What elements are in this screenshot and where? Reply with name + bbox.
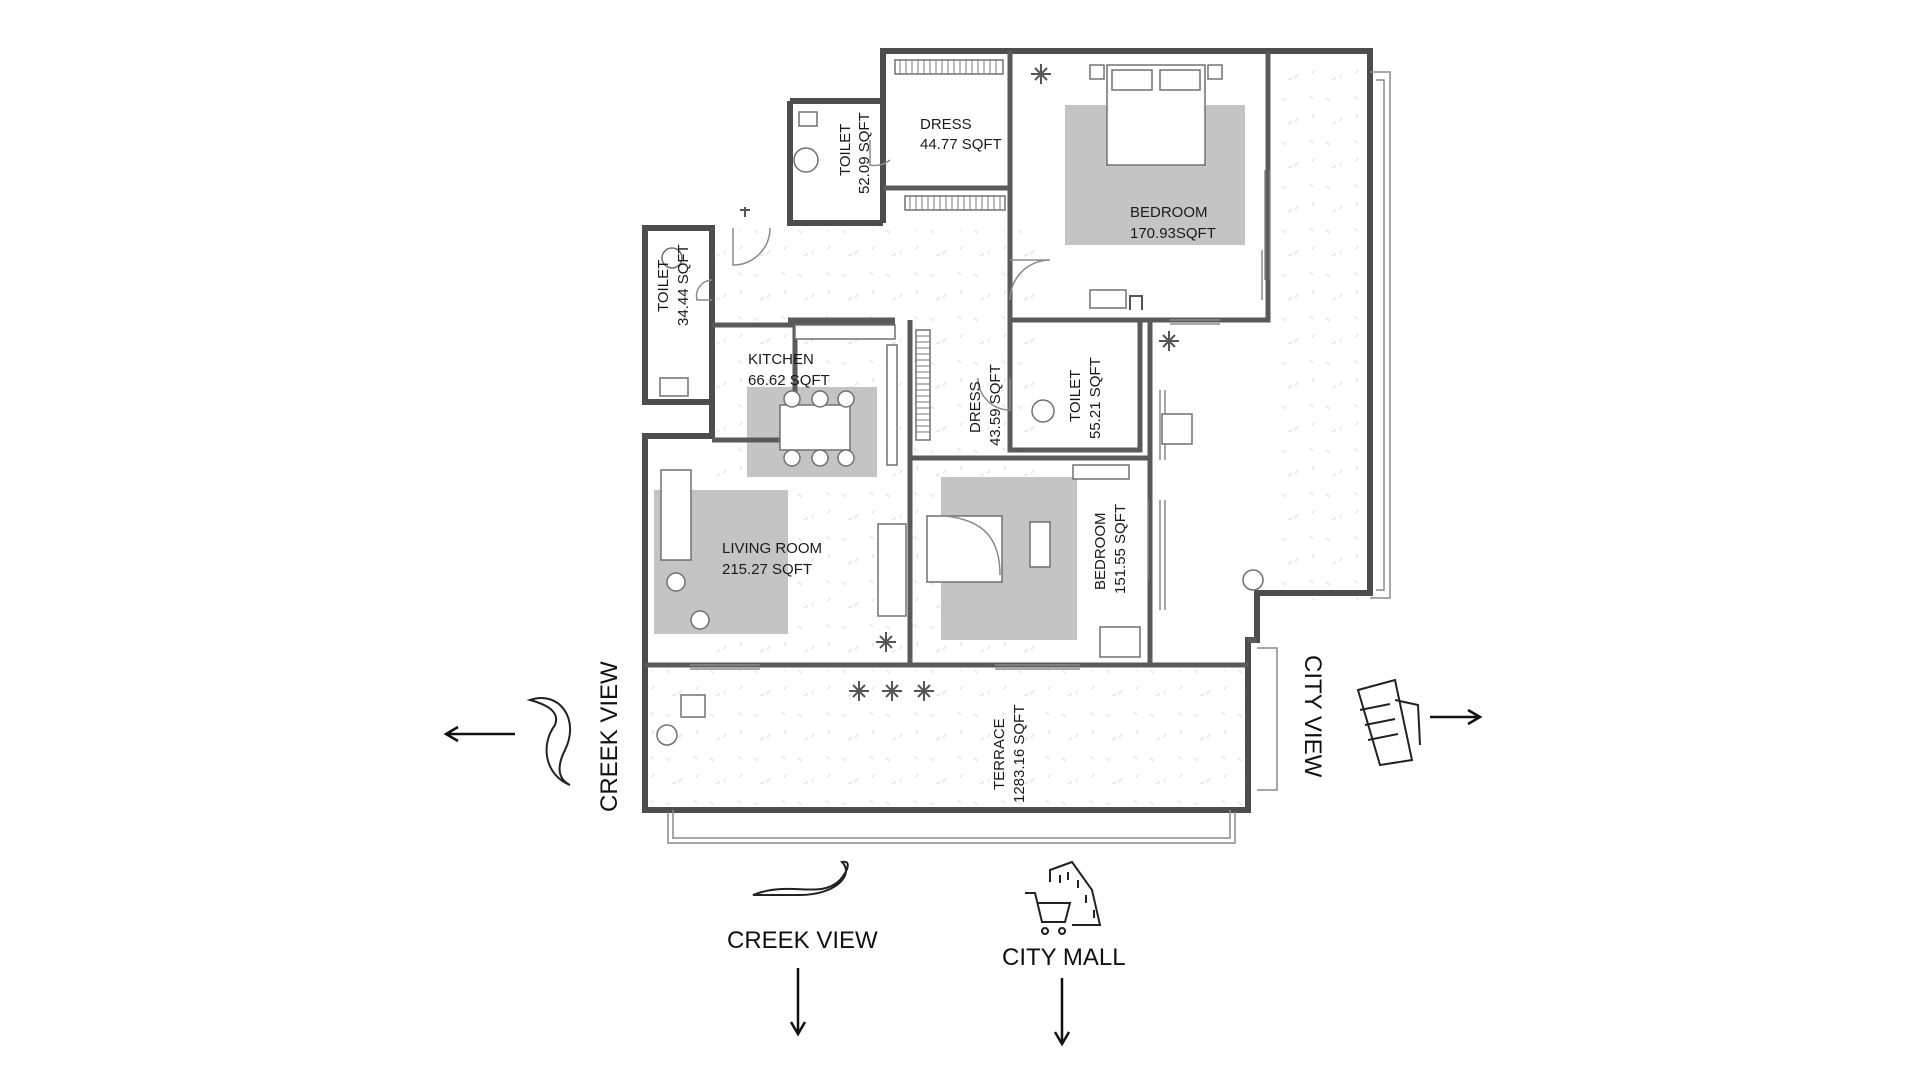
creek-view-left: CREEK VIEW xyxy=(443,661,623,812)
furniture xyxy=(656,64,1264,746)
toilet-left-area: 34.44 SQFT xyxy=(675,244,692,326)
toilet-mid-name: TOILET xyxy=(1067,370,1084,422)
room-labels: DRESS 44.77 SQFT TOILET 52.09 SQFT BEDRO… xyxy=(655,112,1216,803)
skyscraper-icon xyxy=(1356,678,1421,767)
wave-icon xyxy=(526,697,571,786)
toilet-top-name: TOILET xyxy=(837,124,854,176)
terrace-area: 1283.16 SQFT xyxy=(1011,705,1028,803)
dress-mid-area: 43.59 SQFT xyxy=(987,364,1004,446)
dress-top-area: 44.77 SQFT xyxy=(920,136,1002,153)
living-room-name: LIVING ROOM xyxy=(722,540,822,557)
toilet-left-name: TOILET xyxy=(655,260,672,312)
city-mall: CITY MALL xyxy=(1002,860,1126,1047)
outer-walls xyxy=(642,48,1373,813)
arrow-right-icon xyxy=(1430,708,1483,726)
arrow-down-icon xyxy=(789,968,807,1037)
doors xyxy=(695,140,1263,580)
dress-mid-name: DRESS xyxy=(967,381,984,433)
view-indicators: CREEK VIEW CREEK VIEW CITY MALL CITY VIE… xyxy=(443,655,1483,1047)
windows xyxy=(690,170,1271,670)
mall-building-icon xyxy=(1049,860,1102,926)
bedroom-second-area: 151.55 SQFT xyxy=(1112,504,1129,594)
terrace-name: TERRACE xyxy=(991,718,1008,790)
creek-view-left-label: CREEK VIEW xyxy=(596,661,623,812)
wardrobes xyxy=(894,59,1006,441)
balcony-rails xyxy=(667,71,1391,844)
toilet-top-area: 52.09 SQFT xyxy=(856,112,873,194)
kitchen-name: KITCHEN xyxy=(748,351,814,368)
city-view-right: CITY VIEW xyxy=(1299,655,1483,778)
creek-view-bottom-label: CREEK VIEW xyxy=(727,927,878,954)
city-mall-label: CITY MALL xyxy=(1002,944,1126,971)
shopping-cart-icon xyxy=(1025,892,1072,935)
living-room-area: 215.27 SQFT xyxy=(722,561,812,578)
plants xyxy=(740,64,1179,701)
wave-icon xyxy=(752,860,849,896)
dress-top-name: DRESS xyxy=(920,116,972,133)
arrow-down-icon xyxy=(1053,978,1071,1047)
bedroom-master-name: BEDROOM xyxy=(1130,204,1208,221)
bedroom-second-name: BEDROOM xyxy=(1092,512,1109,590)
creek-view-bottom: CREEK VIEW xyxy=(727,860,878,1037)
bedroom-master-area: 170.93SQFT xyxy=(1130,225,1216,242)
arrow-left-icon xyxy=(443,725,515,743)
city-view-right-label: CITY VIEW xyxy=(1299,655,1326,778)
toilet-mid-area: 55.21 SQFT xyxy=(1087,357,1104,439)
kitchen-area: 66.62 SQFT xyxy=(748,372,830,389)
